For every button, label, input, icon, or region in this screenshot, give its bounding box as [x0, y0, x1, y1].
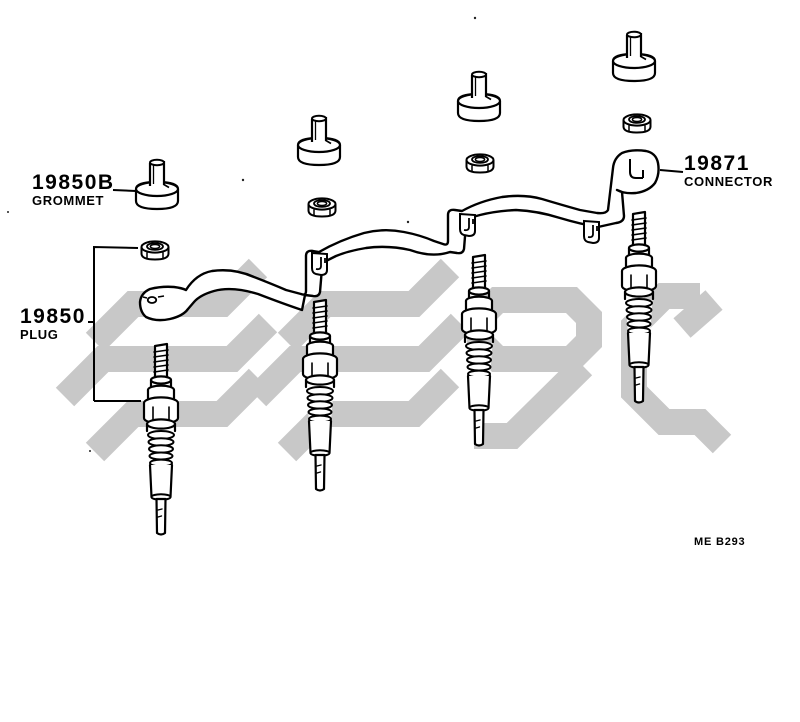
connector-busbar — [138, 149, 660, 322]
plug-part-number: 19850 — [20, 305, 86, 328]
busbar-tab — [459, 213, 476, 237]
label-plug: 19850 PLUG — [20, 306, 86, 341]
grommet-part — [296, 114, 342, 167]
glow-plug-part — [142, 342, 180, 536]
glow-plug-part — [460, 253, 498, 447]
specks — [7, 16, 477, 452]
label-grommet: 19850B GROMMET — [32, 172, 115, 207]
grommet-part-number: 19850B — [32, 171, 115, 194]
busbar-left-hole — [146, 296, 158, 304]
busbar-terminal-slot — [629, 159, 644, 179]
nut-part — [622, 113, 652, 134]
figure-code: ME B293 — [694, 536, 746, 548]
nut-part — [140, 240, 170, 261]
busbar-tab — [311, 252, 328, 276]
grommet-part-name: GROMMET — [32, 193, 105, 208]
plug-part-name: PLUG — [20, 327, 59, 342]
label-connector: 19871 CONNECTOR — [684, 153, 773, 188]
grommet-part — [456, 70, 502, 123]
connector-part-name: CONNECTOR — [684, 174, 773, 189]
busbar-tab — [583, 220, 600, 244]
leader-connector — [659, 169, 684, 173]
grommet-part — [611, 30, 657, 83]
leader-plug-bracket — [88, 245, 141, 402]
connector-part-number: 19871 — [684, 152, 750, 175]
nut-part — [307, 197, 337, 218]
busbar-band — [138, 149, 660, 322]
leader-lines — [88, 169, 684, 402]
grommet-part — [134, 158, 180, 211]
leader-grommet — [112, 189, 137, 192]
watermark-logo — [55, 258, 732, 462]
nut-part — [465, 153, 495, 174]
